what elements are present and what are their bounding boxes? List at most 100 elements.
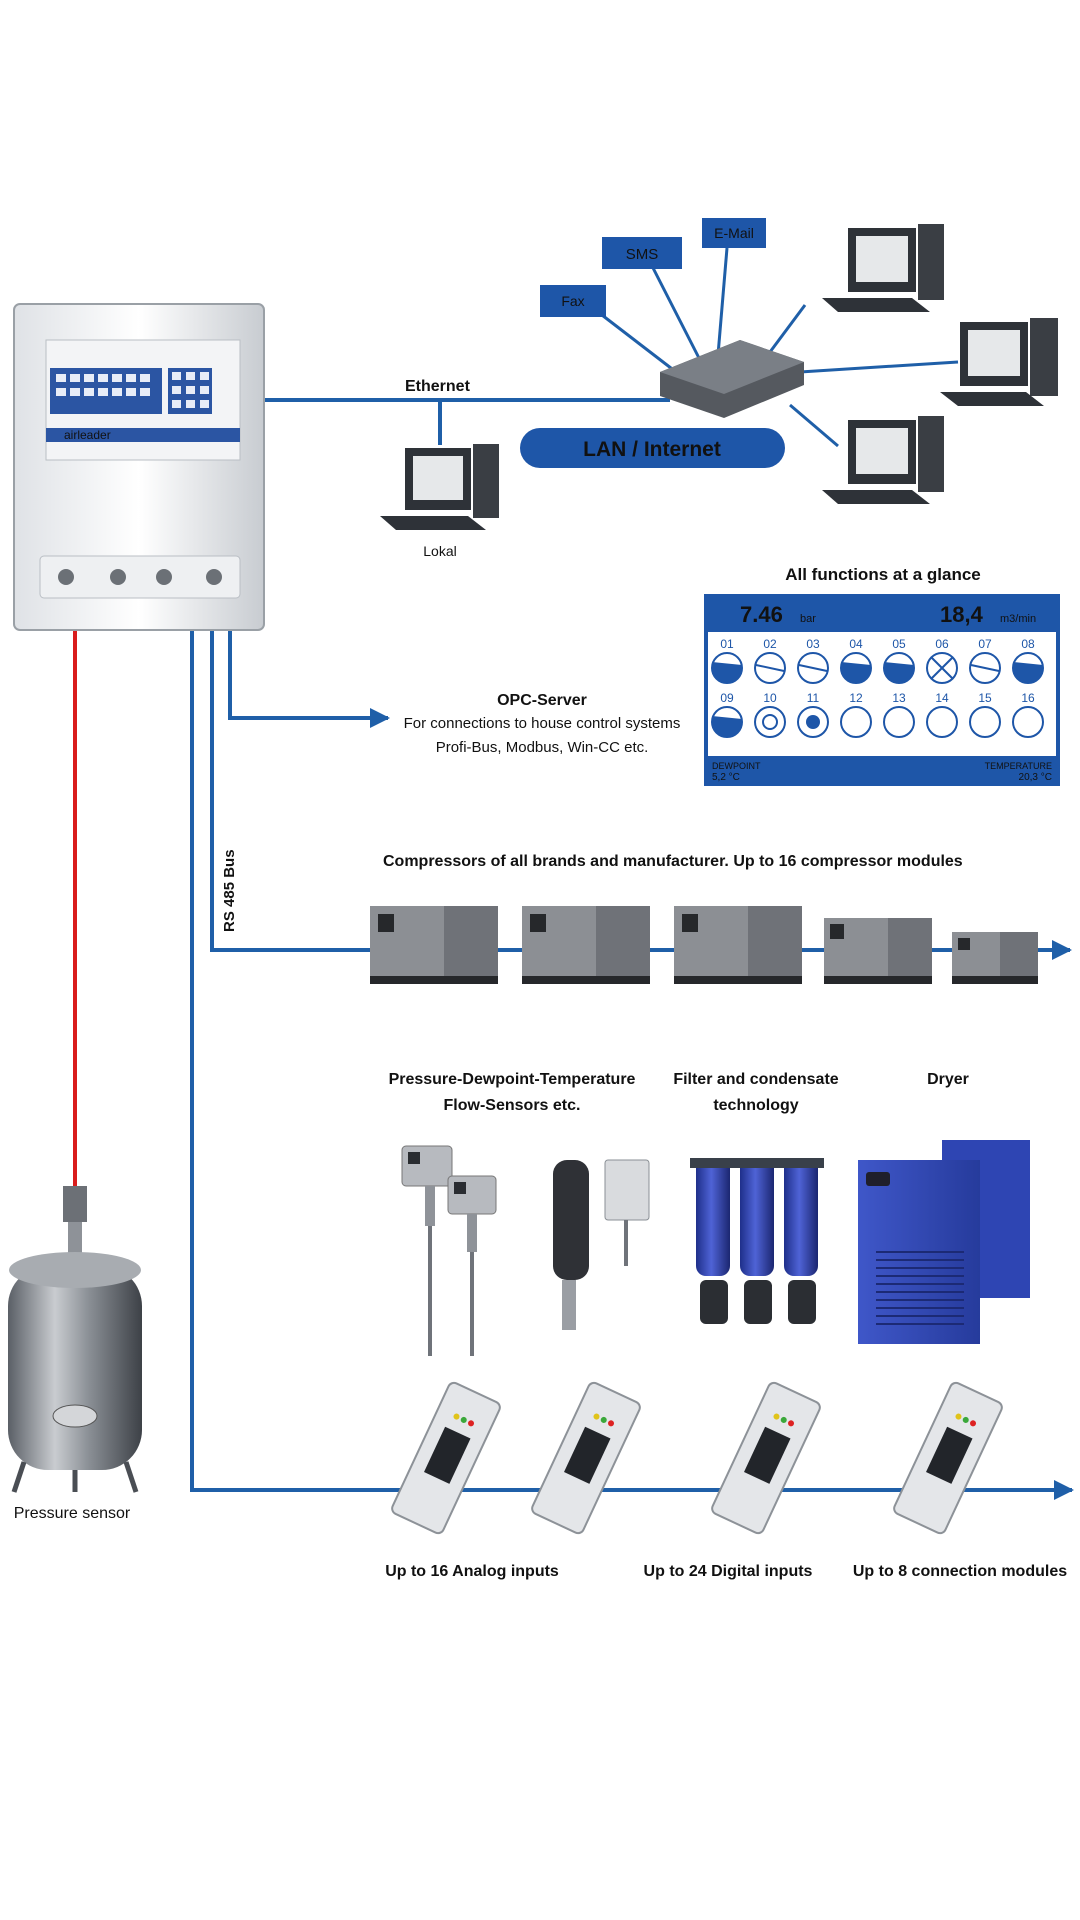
- svg-text:SMS: SMS: [626, 246, 659, 263]
- ethernet-label: Ethernet: [405, 378, 471, 395]
- slot-number: 03: [806, 637, 820, 651]
- connection-modules-label: Up to 8 connection modules: [853, 1563, 1067, 1580]
- compressor-1: [370, 906, 498, 984]
- compressor-slot-05: 05: [883, 637, 915, 684]
- slot-number: 14: [935, 691, 949, 705]
- temperature-value: 20,3 °C: [1019, 772, 1052, 783]
- compressor-slot-03: 03: [797, 637, 829, 684]
- dewpoint-value: 5,2 °C: [712, 772, 740, 783]
- slot-number: 07: [978, 637, 992, 651]
- pressure-dewpoint-sensor-1: [401, 1145, 453, 1356]
- slot-number: 01: [720, 637, 734, 651]
- lokal-label: Lokal: [423, 543, 456, 559]
- compressor-slot-06: 06: [926, 637, 958, 684]
- pressure-unit: bar: [800, 613, 816, 625]
- slot-circle: [754, 706, 786, 738]
- compressor-slot-01: 01: [711, 637, 743, 684]
- compressor-slot-04: 04: [840, 637, 872, 684]
- slot-number: 02: [763, 637, 777, 651]
- digital-inputs-label: Up to 24 Digital inputs: [644, 1563, 813, 1580]
- controller-connector-2: [110, 569, 126, 585]
- svg-text:E-Mail: E-Mail: [714, 225, 754, 241]
- compressor-5: [952, 932, 1038, 984]
- compressor-slot-09: 09: [711, 691, 743, 738]
- connection-module-1: [391, 1381, 501, 1535]
- opc-line-1: For connections to house control systems: [404, 715, 681, 732]
- connection-module-4: [893, 1381, 1003, 1535]
- slot-circle: [926, 706, 958, 738]
- slot-number: 09: [720, 691, 734, 705]
- slot-number: 10: [763, 691, 777, 705]
- svg-text:LAN / Internet: LAN / Internet: [583, 438, 721, 461]
- sensors-label-2: Flow-Sensors etc.: [444, 1097, 581, 1114]
- slot-circle: [840, 706, 872, 738]
- slot-number: 11: [807, 691, 820, 705]
- sms-tag: SMS: [602, 237, 682, 269]
- dryer-label: Dryer: [927, 1071, 969, 1088]
- flow-unit: m3/min: [1000, 613, 1036, 625]
- workstation-pc-2: [940, 318, 1058, 406]
- pressure-sensor-label: Pressure sensor: [14, 1505, 131, 1522]
- dryer-unit: [858, 1140, 1030, 1344]
- temperature-label: TEMPERATURE: [985, 761, 1052, 771]
- airleader-controller: airleader: [13, 303, 265, 631]
- controller-connector-4: [206, 569, 222, 585]
- analog-inputs-label: Up to 16 Analog inputs: [385, 1563, 559, 1580]
- compressor-slot-11: 11: [797, 691, 829, 738]
- slot-number: 08: [1021, 637, 1035, 651]
- network-switch: [660, 340, 804, 418]
- controller-connector-1: [58, 569, 74, 585]
- compressor-slot-07: 07: [969, 637, 1001, 684]
- rs485-label: RS 485 Bus: [221, 849, 238, 932]
- controller-connector-3: [156, 569, 172, 585]
- opc-line-2: Profi-Bus, Modbus, Win-CC etc.: [436, 739, 649, 756]
- workstation-local: [380, 444, 499, 530]
- compressors-caption: Compressors of all brands and manufactur…: [383, 853, 963, 870]
- slot-number: 16: [1021, 691, 1035, 705]
- compressor-2: [522, 906, 650, 984]
- slot-number: 06: [935, 637, 949, 651]
- glance-title: All functions at a glance: [785, 565, 981, 584]
- pc1-link: [768, 304, 807, 353]
- compressor-3: [674, 906, 802, 984]
- svg-text:Fax: Fax: [561, 293, 584, 309]
- compressor-slot-08: 08: [1012, 637, 1044, 684]
- compressor-slot-10: 10: [754, 691, 786, 738]
- sms-link: [648, 261, 702, 361]
- glance-panel: 7.46 bar 18,4 m3/min 01 02 03 04 05 06 07 08 09 1…: [704, 594, 1060, 786]
- pressure-dewpoint-sensor-2: [447, 1175, 497, 1356]
- email-tag: E-Mail: [702, 218, 766, 248]
- slot-circle: [883, 706, 915, 738]
- compressor-slot-grid: 01 02 03 04 05 06 07 08 09 10 11 12 13 14 15 16: [711, 637, 1044, 738]
- compressor-slot-14: 14: [926, 691, 958, 738]
- filter-units: [690, 1158, 824, 1324]
- slot-circle: [969, 706, 1001, 738]
- slot-number: 13: [892, 691, 906, 705]
- filter-label-1: Filter and condensate: [673, 1071, 838, 1088]
- pc3-link: [789, 403, 839, 448]
- flow-sensor: [553, 1159, 650, 1330]
- fax-tag: Fax: [540, 285, 606, 317]
- slot-circle: [1012, 706, 1044, 738]
- slot-number: 15: [978, 691, 992, 705]
- lan-internet-badge: LAN / Internet: [520, 428, 785, 468]
- opc-line: [228, 628, 390, 728]
- filter-label-2: technology: [713, 1097, 798, 1114]
- flow-value: 18,4: [940, 602, 984, 627]
- opc-title: OPC-Server: [497, 692, 587, 709]
- workstation-pc-1: [822, 224, 944, 312]
- compressor-slot-15: 15: [969, 691, 1001, 738]
- pressure-value: 7.46: [740, 602, 783, 627]
- workstation-pc-3: [822, 416, 944, 504]
- pc2-link: [799, 360, 959, 374]
- pressure-sensor-fitting: [63, 1186, 87, 1260]
- dewpoint-label: DEWPOINT: [712, 761, 761, 771]
- sensors-label-1: Pressure-Dewpoint-Temperature: [389, 1071, 636, 1088]
- compressor-4: [824, 918, 932, 984]
- controller-brand: airleader: [64, 428, 111, 442]
- compressor-slot-13: 13: [883, 691, 915, 738]
- pressure-tank: [8, 1252, 142, 1493]
- slot-number: 04: [849, 637, 863, 651]
- slot-number: 12: [849, 691, 863, 705]
